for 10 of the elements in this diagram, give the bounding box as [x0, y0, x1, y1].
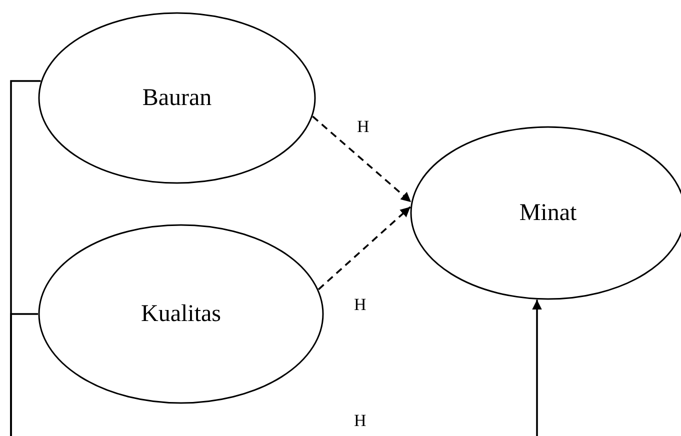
hypothesis-label: H — [354, 412, 366, 429]
node-label: Bauran — [142, 84, 212, 112]
hypothesis-label: H — [354, 296, 366, 313]
hypothesis-label: H — [357, 118, 370, 135]
arrow — [312, 116, 412, 203]
arrow — [318, 206, 411, 290]
node-label: Minat — [519, 200, 577, 226]
node-label: Kualitas — [141, 300, 221, 328]
arrow — [532, 300, 542, 436]
connector-line — [10, 313, 38, 436]
